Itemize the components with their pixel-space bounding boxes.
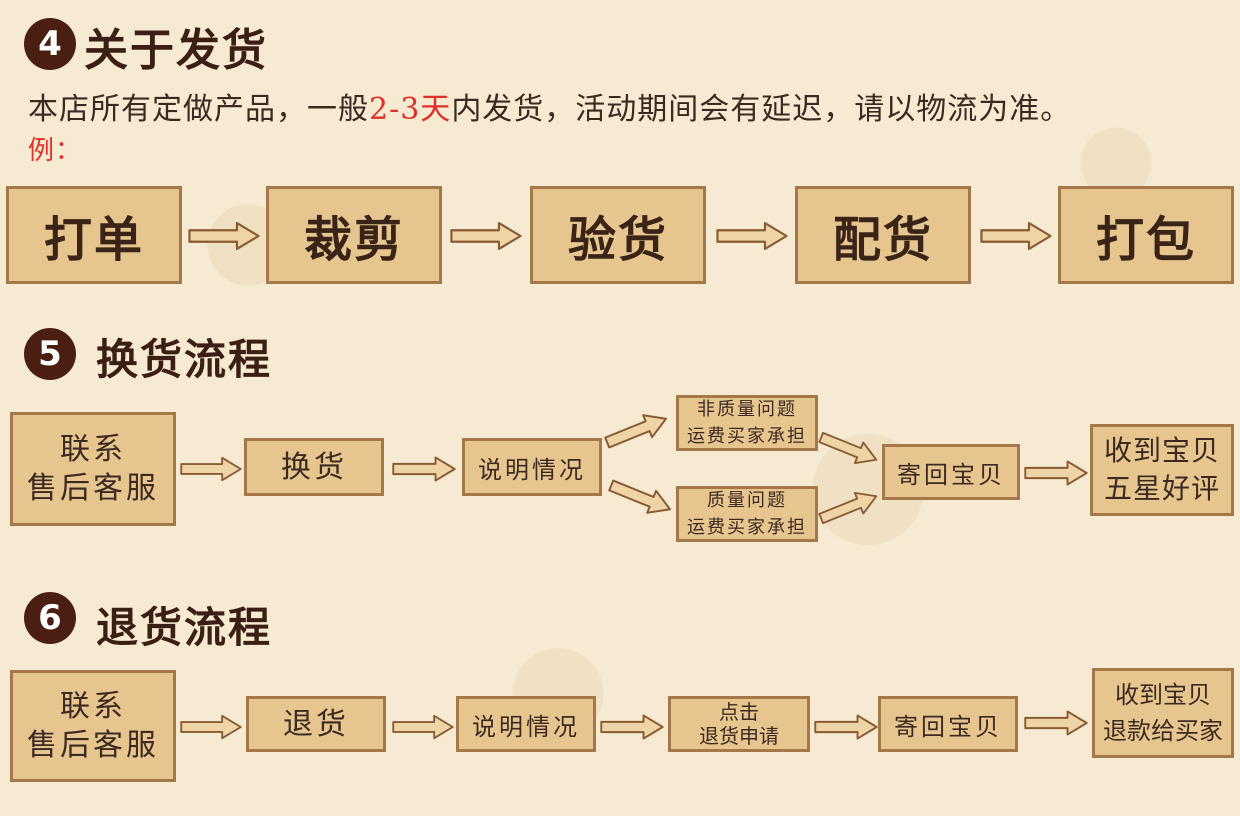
send-back-box: 寄回宝贝 xyxy=(882,444,1020,500)
contact-line-2: 售后客服 xyxy=(27,728,159,763)
arrow-icon xyxy=(1024,458,1088,488)
arrow-up-icon xyxy=(814,482,883,533)
contact-line-2: 售后客服 xyxy=(27,471,159,506)
section-5-title: 换货流程 xyxy=(96,335,273,384)
arrow-icon xyxy=(392,454,456,484)
contact-line-1: 联系 xyxy=(60,432,126,467)
send-back-box: 寄回宝贝 xyxy=(878,696,1018,752)
shipping-desc-suffix: 内发货，活动期间会有延迟，请以物流为准。 xyxy=(451,92,1072,127)
receive-refund-box: 收到宝贝 退款给买家 xyxy=(1092,668,1234,758)
receive-line-2: 退款给买家 xyxy=(1103,717,1223,745)
step-cutting: 裁剪 xyxy=(266,186,442,284)
arrow-icon xyxy=(814,712,878,742)
arrow-icon xyxy=(716,220,788,252)
arrow-down-icon xyxy=(814,423,883,474)
section-6-title: 退货流程 xyxy=(96,603,273,652)
shipping-days-highlight: 2-3天 xyxy=(369,92,452,127)
arrow-icon xyxy=(980,220,1052,252)
step-inspection: 验货 xyxy=(530,186,706,284)
step-print-order: 打单 xyxy=(6,186,182,284)
return-box: 退货 xyxy=(246,696,386,752)
contact-service-box: 联系 售后客服 xyxy=(10,670,176,782)
receive-line-1: 收到宝贝 xyxy=(1115,681,1211,709)
example-label: 例： xyxy=(28,136,83,166)
contact-line-1: 联系 xyxy=(60,689,126,724)
quality-issue-box: 质量问题 运费买家承担 xyxy=(676,486,818,542)
section-6-number-badge: 6 xyxy=(24,592,76,644)
shipping-description: 本店所有定做产品，一般2-3天内发货，活动期间会有延迟，请以物流为准。 xyxy=(28,84,1071,128)
arrow-icon xyxy=(450,220,522,252)
exchange-box: 换货 xyxy=(244,438,384,496)
arrow-icon xyxy=(1024,708,1088,738)
section-5-number-badge: 5 xyxy=(24,328,76,380)
apply-line-1: 点击 xyxy=(719,700,759,724)
section-4-title: 关于发货 xyxy=(84,25,268,76)
arrow-icon xyxy=(392,712,454,742)
explain-box: 说明情况 xyxy=(462,438,602,496)
arrow-down-icon xyxy=(604,471,676,524)
non-quality-line-1: 非质量问题 xyxy=(697,399,797,420)
arrow-icon xyxy=(180,454,242,484)
arrow-icon xyxy=(188,220,260,252)
arrow-icon xyxy=(600,712,664,742)
non-quality-line-2: 运费买家承担 xyxy=(687,426,807,447)
apply-line-2: 退货申请 xyxy=(699,724,779,748)
non-quality-issue-box: 非质量问题 运费买家承担 xyxy=(676,395,818,451)
quality-line-2: 运费买家承担 xyxy=(687,517,807,538)
step-packing: 打包 xyxy=(1058,186,1234,284)
arrow-icon xyxy=(180,712,242,742)
receive-review-box: 收到宝贝 五星好评 xyxy=(1090,424,1234,516)
return-request-box: 点击 退货申请 xyxy=(668,696,810,752)
receive-line-1: 收到宝贝 xyxy=(1103,434,1220,468)
shipping-desc-prefix: 本店所有定做产品，一般 xyxy=(28,92,369,127)
arrow-up-icon xyxy=(600,404,672,457)
step-picking: 配货 xyxy=(795,186,971,284)
quality-line-1: 质量问题 xyxy=(707,490,787,511)
receive-line-2: 五星好评 xyxy=(1103,472,1220,505)
explain-box: 说明情况 xyxy=(456,696,596,752)
section-4-number-badge: 4 xyxy=(24,18,76,70)
contact-service-box: 联系 售后客服 xyxy=(10,412,176,526)
